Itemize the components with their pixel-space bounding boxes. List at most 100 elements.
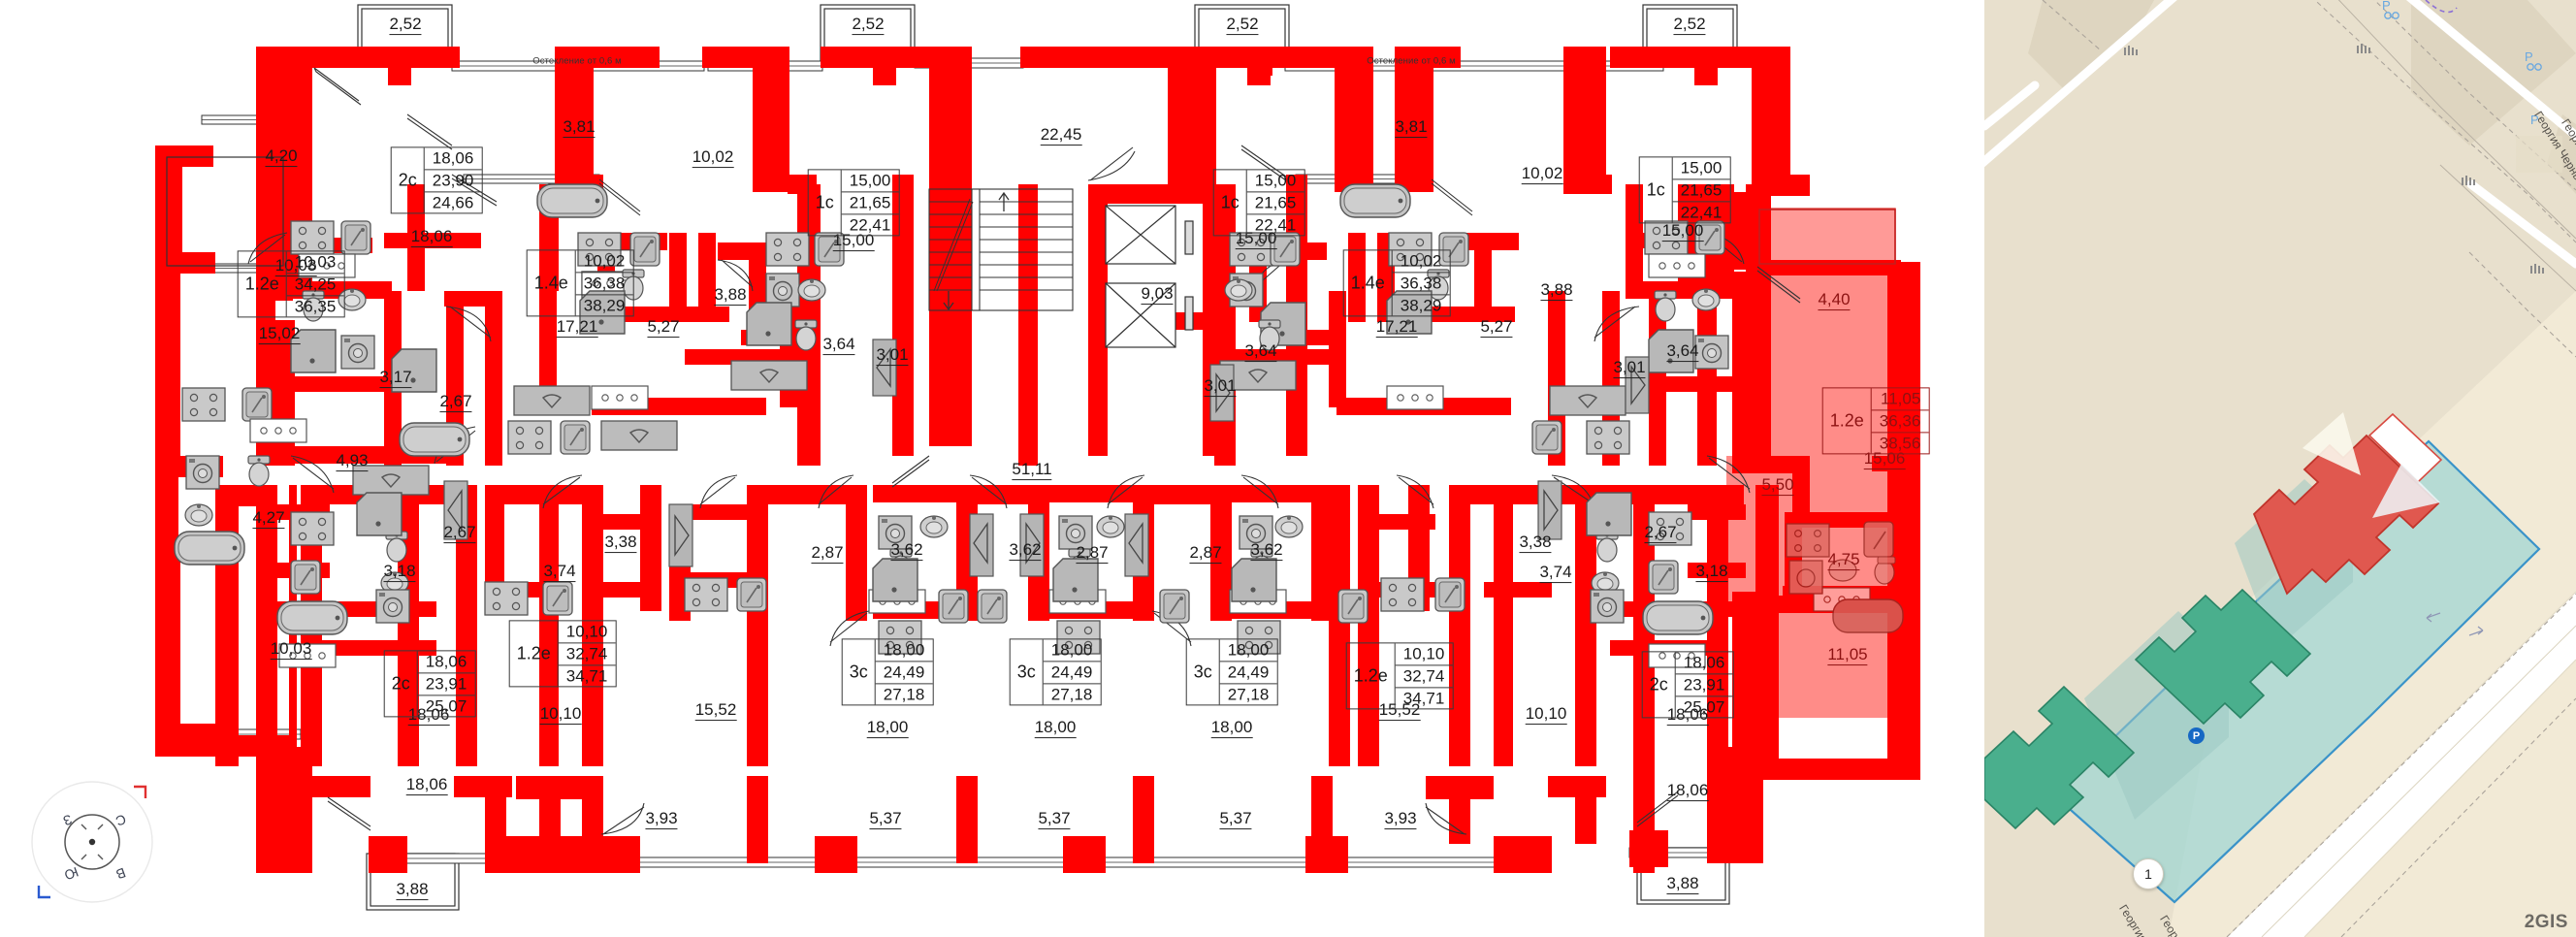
building-green-2 [1984,685,2136,830]
apartment-type-label: 3c [1011,639,1044,705]
room-area-label: 2,67 [443,523,476,543]
room-area-label: 10,02 [1521,164,1563,184]
room-area-label: 2,87 [1076,543,1109,564]
apartment-type-label: 1c [1214,170,1247,236]
balcony-area-label: 3,88 [1666,874,1699,894]
apartment-area-value: 15,00 [841,170,899,193]
room-area-label: 15,52 [694,700,737,721]
room-area-label: 3,64 [1666,341,1699,362]
room-area-label: 3,93 [1384,809,1417,829]
apartment-type-label: 3c [843,639,876,705]
building-selected [2252,434,2440,596]
parking-marker[interactable]: P [2188,727,2205,744]
apartment-area-value: 15,00 [1246,170,1304,193]
room-area-label: 15,00 [1661,221,1704,242]
highlighted-fixtures [1786,521,1904,633]
building-green-1 [2134,588,2312,726]
room-area-label: 18,06 [1666,781,1709,801]
room-area-label: 3,81 [563,117,596,138]
location-map[interactable]: P P P P 1 2GIS Георгия ЧернышёваГеоргия … [1984,0,2576,937]
apartment-area-value: 25,07 [425,695,467,715]
room-area-label: 2,67 [439,392,472,412]
apartment-area-value: 10,10 [1395,643,1453,666]
room-area-label: 4,27 [252,508,285,529]
apartment-area-value: 36,38 [1392,273,1450,295]
apartment-area-value: 15,00 [1672,157,1730,180]
room-area-label: 17,21 [1375,317,1418,338]
room-area-label: 4,93 [336,451,369,471]
apartment-area-value: 27,18 [1050,684,1093,703]
room-area-label: 10,10 [1525,704,1567,725]
apartment-area-value: 10,02 [1392,250,1450,274]
room-area-label: 18,00 [866,718,909,738]
highlighted-apartment-outline [1758,209,1896,265]
room-area-label: 18,06 [410,227,453,247]
apartment-type-label: 1.2e [239,251,287,317]
room-area-label: 3,38 [1519,533,1552,553]
apartment-area-value: 27,18 [883,684,925,703]
apartment-area-value: 18,06 [424,147,482,171]
map-marker-1[interactable]: 1 [2133,858,2164,889]
room-area-label: 3,38 [604,533,637,553]
apartment-area-value: 10,10 [558,621,616,644]
room-area-label: 3,62 [890,540,923,561]
room-area-label: 3,18 [383,562,416,582]
apartment-area-value: 34,25 [286,274,344,296]
apartment-area-value: 21,65 [841,192,899,214]
room-area-label: 3,64 [1244,341,1277,362]
room-area-label: 18,00 [1034,718,1077,738]
room-area-label: 3,81 [1395,117,1428,138]
apartment-type-label: 1.2e [510,621,559,687]
compass-south: Ю [62,864,80,884]
room-area-label: 3,88 [1540,280,1573,301]
apartment-area-value: 38,56 [1879,433,1921,452]
fixtures [174,183,1729,668]
apartment-area-value: 34,71 [565,665,608,685]
room-area-label: 10,02 [692,147,734,168]
room-area-label: 3,18 [1695,562,1728,582]
svg-text:P: P [2525,49,2533,64]
room-area-label: 10,03 [274,256,317,276]
room-area-label: 3,64 [822,335,855,355]
room-area-label: 5,37 [1038,809,1071,829]
room-area-label-highlighted: 4,40 [1818,290,1851,310]
svg-text:P: P [2382,0,2391,13]
glazing-note: Остекление от 0,6 м [532,55,622,67]
room-area-label: 18,06 [405,775,448,795]
room-area-label: 3,74 [1539,563,1572,583]
apartment-area-value: 10,03 [286,251,344,275]
room-area-label: 2,87 [1189,543,1222,564]
apartment-area-value: 22,41 [849,214,891,234]
room-area-label: 10,03 [270,639,312,660]
room-area-label: 18,06 [407,705,450,726]
structural-walls [155,47,1920,873]
apartment-area-value: 24,49 [1219,662,1277,684]
